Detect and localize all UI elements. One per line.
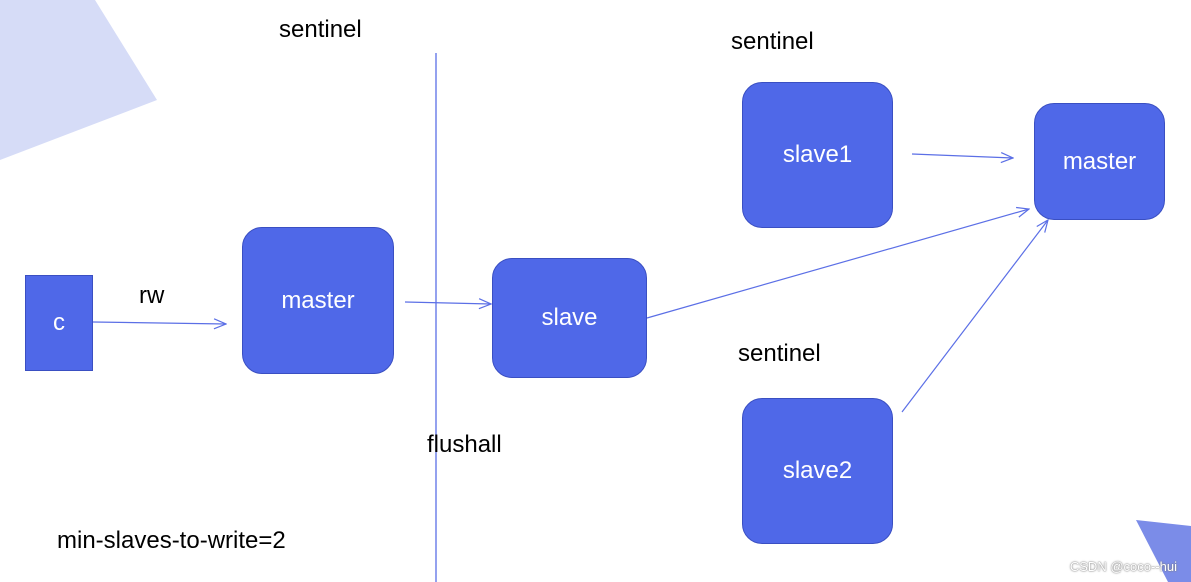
arrow-slave1-to-right-master <box>911 154 1013 158</box>
flushall-label: flushall <box>427 431 502 458</box>
arrow-slave-to-right-master <box>646 209 1029 319</box>
arrow-master-to-slave <box>404 302 491 304</box>
slave2-node: slave2 <box>742 398 893 544</box>
sentinel-label-left: sentinel <box>279 16 362 43</box>
sentinel-label-top-right: sentinel <box>731 28 814 55</box>
rw-label: rw <box>139 282 165 309</box>
sentinel-label-bottom-right: sentinel <box>738 340 821 367</box>
top-left-triangle <box>0 0 157 160</box>
left-master-node: master <box>242 227 394 374</box>
csdn-watermark: CSDN @coco--hui <box>1069 559 1177 574</box>
right-master-node: master <box>1034 103 1165 220</box>
arrow-slave2-to-right-master <box>901 220 1048 413</box>
client-node: c <box>25 275 93 371</box>
arrow-client-to-master <box>92 322 226 324</box>
slave-node: slave <box>492 258 647 378</box>
slave1-node: slave1 <box>742 82 893 228</box>
min-slaves-label: min-slaves-to-write=2 <box>57 527 286 554</box>
bottom-right-triangle <box>1136 520 1191 582</box>
